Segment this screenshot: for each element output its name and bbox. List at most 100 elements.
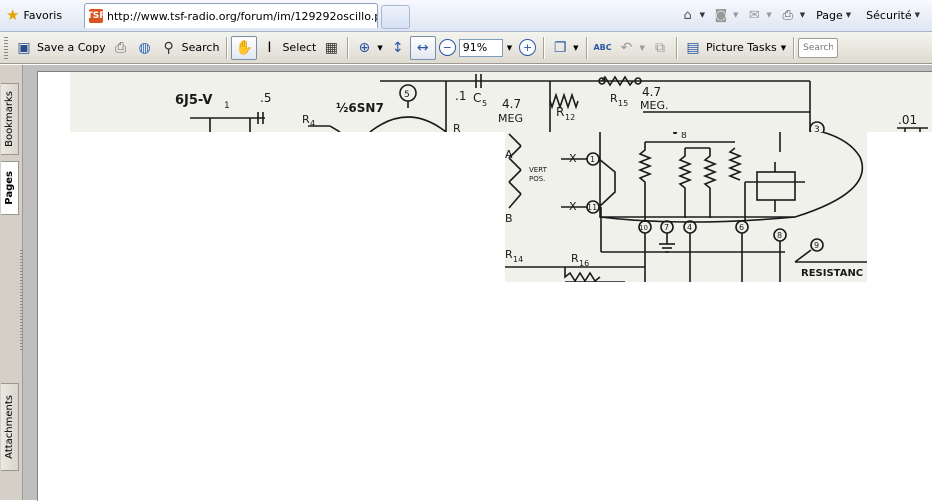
label-r16: R — [571, 252, 579, 265]
minus-circle-icon: − — [438, 39, 456, 56]
label-b: B — [505, 212, 513, 225]
tab-pages-label: Pages — [4, 171, 15, 205]
search-label: Search — [181, 41, 220, 54]
schematic-top-strip: 6J5-V 1 .5 R 4 ½6SN7 5 .1 C 5 4.7 MEG R … — [70, 72, 932, 137]
security-menu[interactable]: Sécurité▼ — [862, 9, 928, 22]
label-x2: X — [569, 200, 577, 213]
pdf-page: 6J5-V 1 .5 R 4 ½6SN7 5 .1 C 5 4.7 MEG R … — [37, 71, 932, 501]
browser-command-bar: ⌂▼ ◙▼ ✉▼ ⎙▼ Page▼ Sécurité▼ — [679, 4, 932, 26]
tab-bookmarks[interactable]: Bookmarks — [1, 83, 19, 155]
chevron-down-icon[interactable]: ▼ — [799, 11, 806, 19]
chevron-down-icon: ▼ — [573, 43, 579, 52]
favorites-label: Favoris — [23, 8, 63, 22]
spell-check-button[interactable]: ABC — [591, 36, 615, 60]
label-r14: R — [505, 248, 513, 261]
floppy-disk-icon: ▣ — [17, 39, 31, 56]
label-pin7: 7 — [664, 223, 669, 232]
zoom-input[interactable] — [458, 38, 503, 57]
panel-splitter[interactable] — [20, 250, 23, 350]
search-input[interactable] — [798, 37, 839, 58]
rss-feed-icon[interactable]: ◙ — [714, 7, 728, 23]
label-c5-sub: 5 — [482, 99, 487, 108]
label-x2-pin: 11 — [587, 203, 597, 212]
label-6sn7: ½6SN7 — [336, 101, 384, 115]
label-pin6: 6 — [739, 223, 744, 232]
chevron-down-icon: ▼ — [377, 43, 383, 52]
plus-circle-icon: + — [519, 39, 537, 56]
toolbar-separator — [675, 36, 677, 59]
chevron-down-icon[interactable]: ▼ — [766, 11, 772, 19]
chevron-down-icon: ▼ — [914, 11, 920, 19]
toolbar-separator — [793, 36, 795, 59]
picture-tasks-button[interactable]: ▤ Picture Tasks ▼ — [681, 36, 789, 60]
save-copy-label: Save a Copy — [37, 41, 106, 54]
picture-tasks-label: Picture Tasks — [705, 41, 777, 54]
page-layout-button[interactable]: ❐ ▼ — [548, 36, 581, 60]
chevron-down-icon: ▼ — [639, 43, 645, 52]
text-cursor-icon: Ⅰ — [267, 39, 272, 56]
label-x1: X — [569, 152, 577, 165]
label-x1-pin: 1 — [590, 155, 595, 164]
toolbar-separator — [585, 36, 587, 59]
page-menu[interactable]: Page▼ — [812, 9, 859, 22]
toolbar-grip[interactable] — [4, 36, 8, 59]
zoom-in-tool-button[interactable]: ⊕ ▼ — [352, 36, 385, 60]
fit-page-button[interactable]: ↕ — [386, 36, 410, 60]
new-tab-button[interactable] — [381, 5, 410, 29]
mail-icon[interactable]: ✉ — [748, 7, 760, 23]
schematic-top-drawing: 6J5-V 1 .5 R 4 ½6SN7 5 .1 C 5 4.7 MEG R … — [175, 74, 928, 137]
schematic-crt-block: V 8 X 1 X 11 VERT POS. A B R 14 R 16 10 … — [505, 123, 867, 283]
tab-attachments[interactable]: Attachments — [1, 383, 19, 471]
chevron-down-icon[interactable]: ▼ — [732, 11, 739, 19]
copy-button[interactable]: ⧉ — [648, 36, 672, 60]
copy-icon: ⧉ — [654, 39, 665, 56]
toolbar-separator — [226, 36, 228, 59]
search-button[interactable]: ⚲ Search — [157, 36, 223, 60]
label-vert: VERT — [529, 166, 548, 174]
label-r15-sub: 15 — [618, 99, 628, 108]
hand-tool-button[interactable]: ✋ — [231, 35, 258, 60]
label-pin10: 10 — [639, 224, 648, 232]
label-cap-point5: .5 — [260, 91, 271, 105]
chevron-down-icon[interactable]: ▼ — [699, 11, 705, 19]
label-pin8: 8 — [777, 231, 782, 240]
document-viewport[interactable]: 6J5-V 1 .5 R 4 ½6SN7 5 .1 C 5 4.7 MEG R … — [23, 65, 932, 501]
undo-button[interactable]: ↶ ▼ — [615, 36, 648, 60]
navigation-panel: Bookmarks Pages Attachments — [0, 65, 23, 500]
label-r16-sub: 16 — [579, 259, 589, 268]
label-cap-point01: .01 — [898, 113, 917, 127]
zoom-out-button[interactable]: − — [436, 36, 459, 60]
label-pin5: 5 — [404, 90, 410, 100]
label-v8: V — [670, 132, 680, 138]
favorites-button[interactable]: ★ Favoris — [6, 6, 62, 24]
label-cap-point1: .1 — [455, 89, 466, 103]
fit-width-button[interactable]: ↔ — [409, 35, 436, 60]
toolbar-separator — [347, 36, 349, 59]
label-v1-sub: 1 — [224, 101, 230, 111]
email-button[interactable]: ◍ — [133, 36, 157, 60]
magnifier-plus-icon: ⊕ — [358, 39, 371, 56]
pages-icon: ❐ — [553, 39, 567, 56]
label-6j5: 6J5-V — [175, 93, 212, 108]
label-pin3: 3 — [814, 125, 820, 132]
label-c5: C — [473, 91, 481, 105]
label-r-partial: R — [453, 122, 461, 132]
save-copy-button[interactable]: ▣ Save a Copy — [12, 36, 109, 60]
select-tool-button[interactable]: Ⅰ Select — [257, 36, 319, 60]
zoom-in-button[interactable]: + — [516, 36, 539, 60]
label-r4-sub: 4 — [310, 119, 315, 128]
label-a: A — [505, 148, 513, 161]
print-icon[interactable]: ⎙ — [782, 7, 793, 23]
label-r15-meg: MEG. — [640, 99, 668, 112]
security-menu-label: Sécurité — [866, 8, 912, 22]
label-pos: POS. — [529, 175, 545, 183]
label-r4: R — [302, 113, 310, 126]
label-r12-sub: 12 — [565, 113, 575, 122]
tab-pages[interactable]: Pages — [1, 161, 19, 215]
snapshot-tool-button[interactable]: ▦ — [319, 36, 343, 60]
zoom-dropdown-chevron-icon[interactable]: ▼ — [506, 43, 513, 52]
print-button[interactable]: ⎙ — [109, 36, 133, 60]
home-icon[interactable]: ⌂ — [683, 7, 692, 23]
fit-page-icon: ↕ — [391, 39, 404, 56]
browser-tab-active[interactable]: TSF http://www.tsf-radio.org/forum/im/12… — [84, 3, 378, 28]
